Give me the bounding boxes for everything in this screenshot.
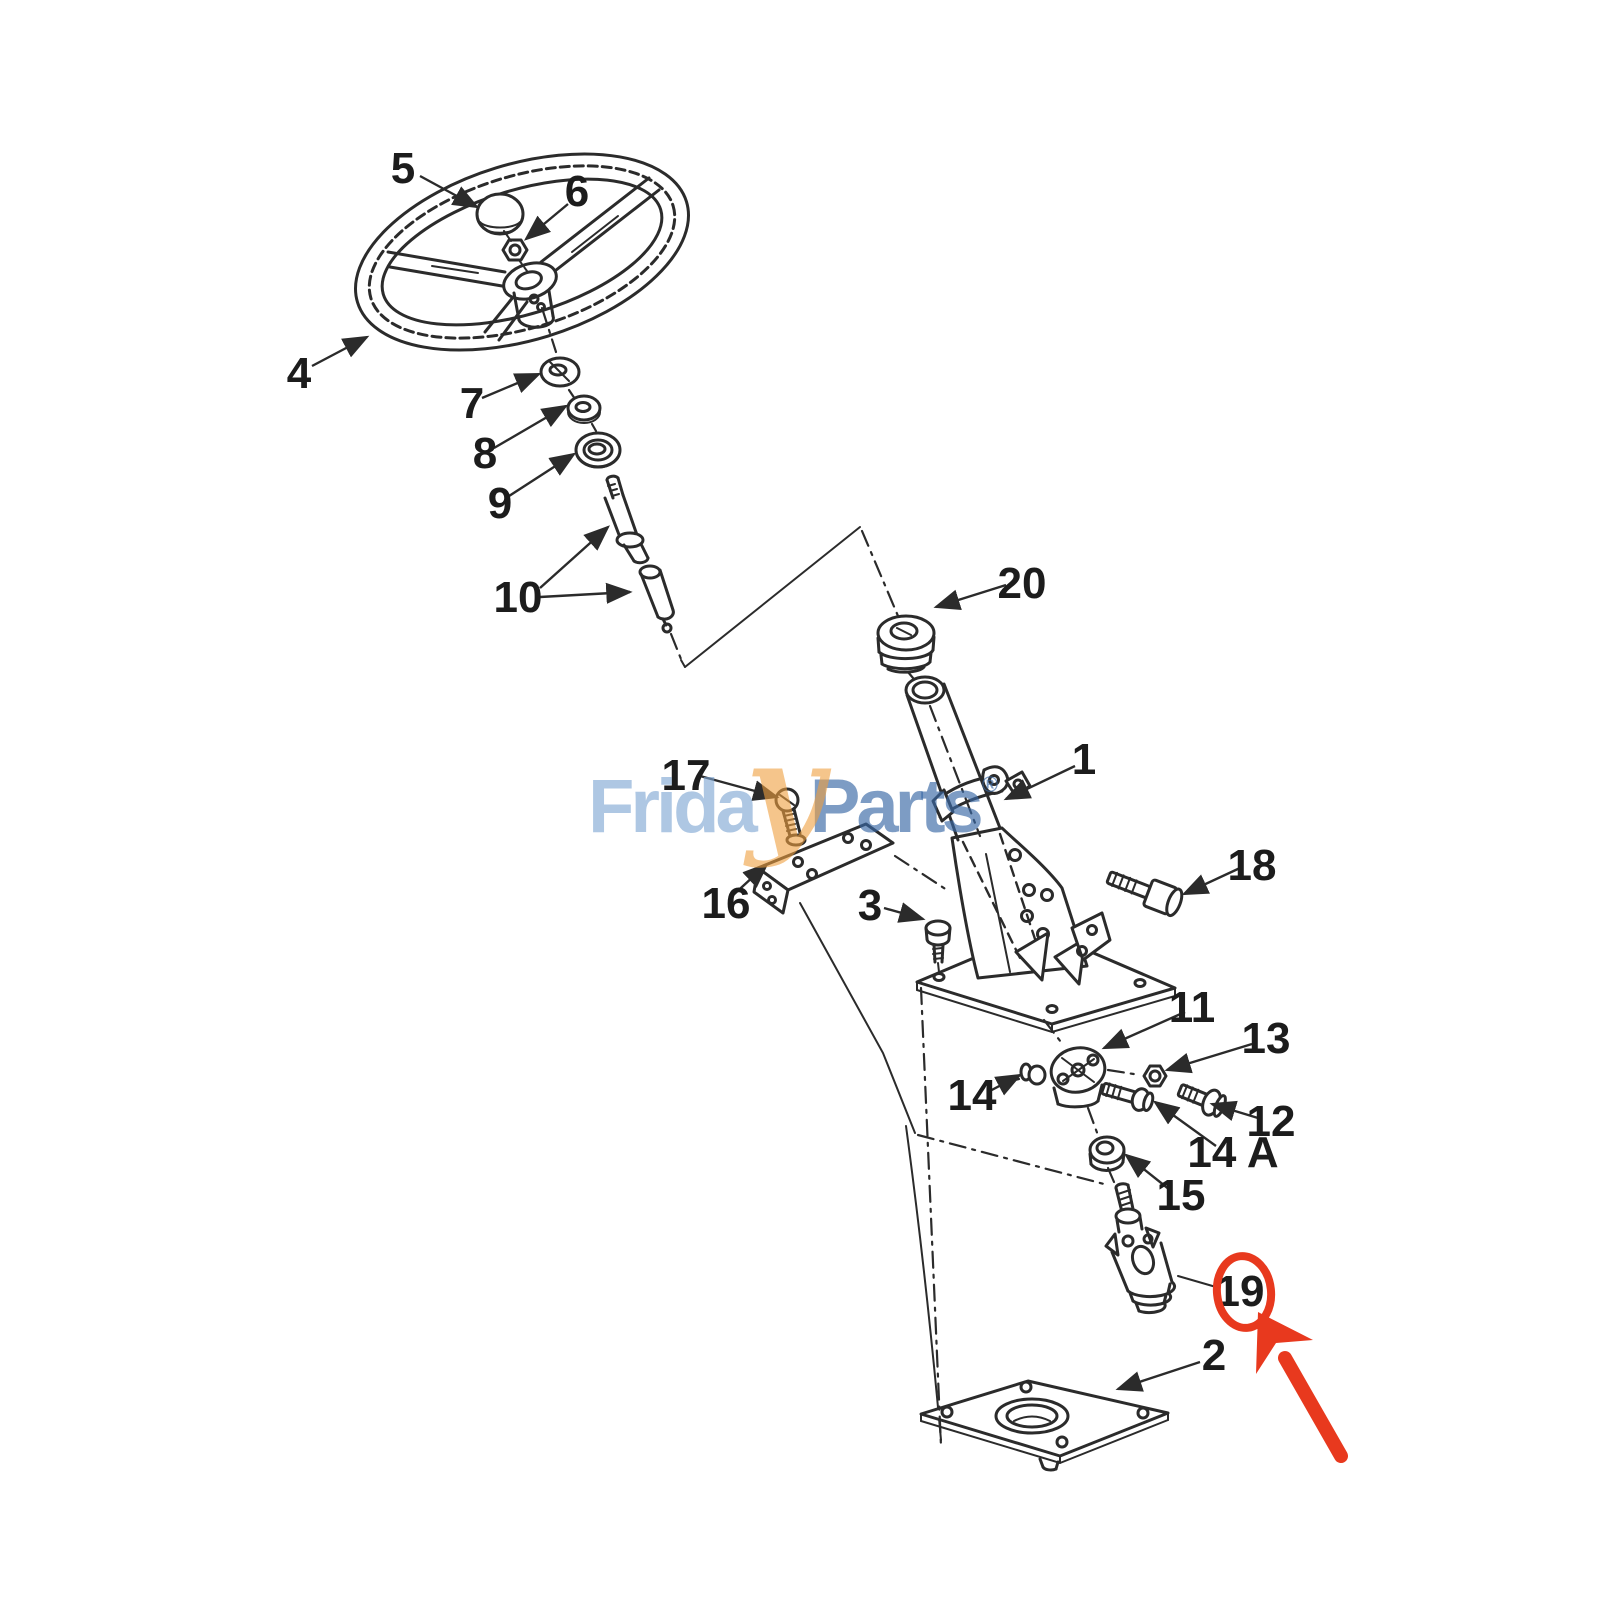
highlight-arrow-head [1256, 1312, 1313, 1374]
callout-4: 4 [287, 349, 312, 398]
callout-10: 10 [494, 573, 543, 622]
joint19-drawing [1104, 1182, 1217, 1315]
callout-12: 12 [1247, 1097, 1296, 1146]
bolt18-drawing [1105, 870, 1184, 918]
callout-1: 1 [1072, 735, 1096, 784]
callout-7: 7 [460, 379, 484, 428]
bracket-drawing [752, 787, 952, 915]
plate2-drawing [919, 1379, 1170, 1472]
shaft-stack-drawing [539, 306, 683, 661]
callout-15: 15 [1157, 1171, 1206, 1220]
callout-8: 8 [473, 429, 497, 478]
callout-3: 3 [858, 881, 882, 930]
highlight-part-19 [1212, 1252, 1348, 1463]
callout-18: 18 [1228, 841, 1277, 890]
callout-14a: 14 A [1187, 1128, 1278, 1177]
callout-17: 17 [662, 751, 711, 800]
coupling-drawing [1004, 1018, 1227, 1140]
callout-5: 5 [391, 144, 415, 193]
callout-20: 20 [998, 559, 1047, 608]
highlight-arrow-shaft [1278, 1351, 1348, 1463]
grommet-drawing [876, 614, 936, 686]
leader-lines [311, 174, 1259, 1392]
column-drawing [904, 675, 1177, 1034]
callout-6: 6 [565, 167, 589, 216]
steering-wheel-drawing [354, 152, 690, 352]
callout-13: 13 [1242, 1014, 1291, 1063]
callout-2: 2 [1202, 1331, 1226, 1380]
callout-9: 9 [488, 479, 512, 528]
highlight-circle [1212, 1252, 1276, 1332]
callout-labels: 5 6 4 7 8 9 10 20 1 17 16 3 18 11 13 14 … [287, 144, 1296, 1380]
callout-14: 14 [948, 1071, 997, 1120]
bolt3-drawing [924, 919, 952, 973]
bearing15-drawing [1088, 1135, 1126, 1184]
callout-11: 11 [1169, 983, 1216, 1032]
callout-16: 16 [702, 879, 751, 928]
